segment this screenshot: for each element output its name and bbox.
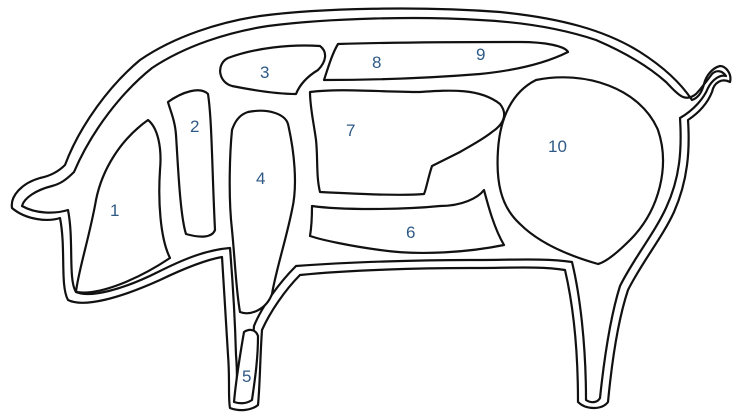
cut-6-shape	[310, 190, 504, 253]
cut-89-shape	[324, 42, 568, 80]
cut-label-4: 4	[256, 169, 265, 188]
cut-label-6: 6	[406, 223, 415, 242]
cut-10-shape	[498, 77, 663, 264]
cut-label-1: 1	[110, 201, 119, 220]
cut-3-shape	[220, 46, 325, 95]
cut-7-shape	[310, 90, 504, 195]
cut-label-5: 5	[242, 367, 251, 386]
cut-2-shape	[168, 90, 215, 236]
cut-1-shape	[76, 120, 170, 293]
cut-label-8: 8	[372, 53, 381, 72]
cut-label-2: 2	[190, 117, 199, 136]
cut-label-9: 9	[476, 45, 485, 64]
cut-4-shape	[230, 111, 295, 313]
cut-label-3: 3	[260, 63, 269, 82]
cut-label-10: 10	[548, 137, 567, 156]
cut-label-7: 7	[346, 121, 355, 140]
